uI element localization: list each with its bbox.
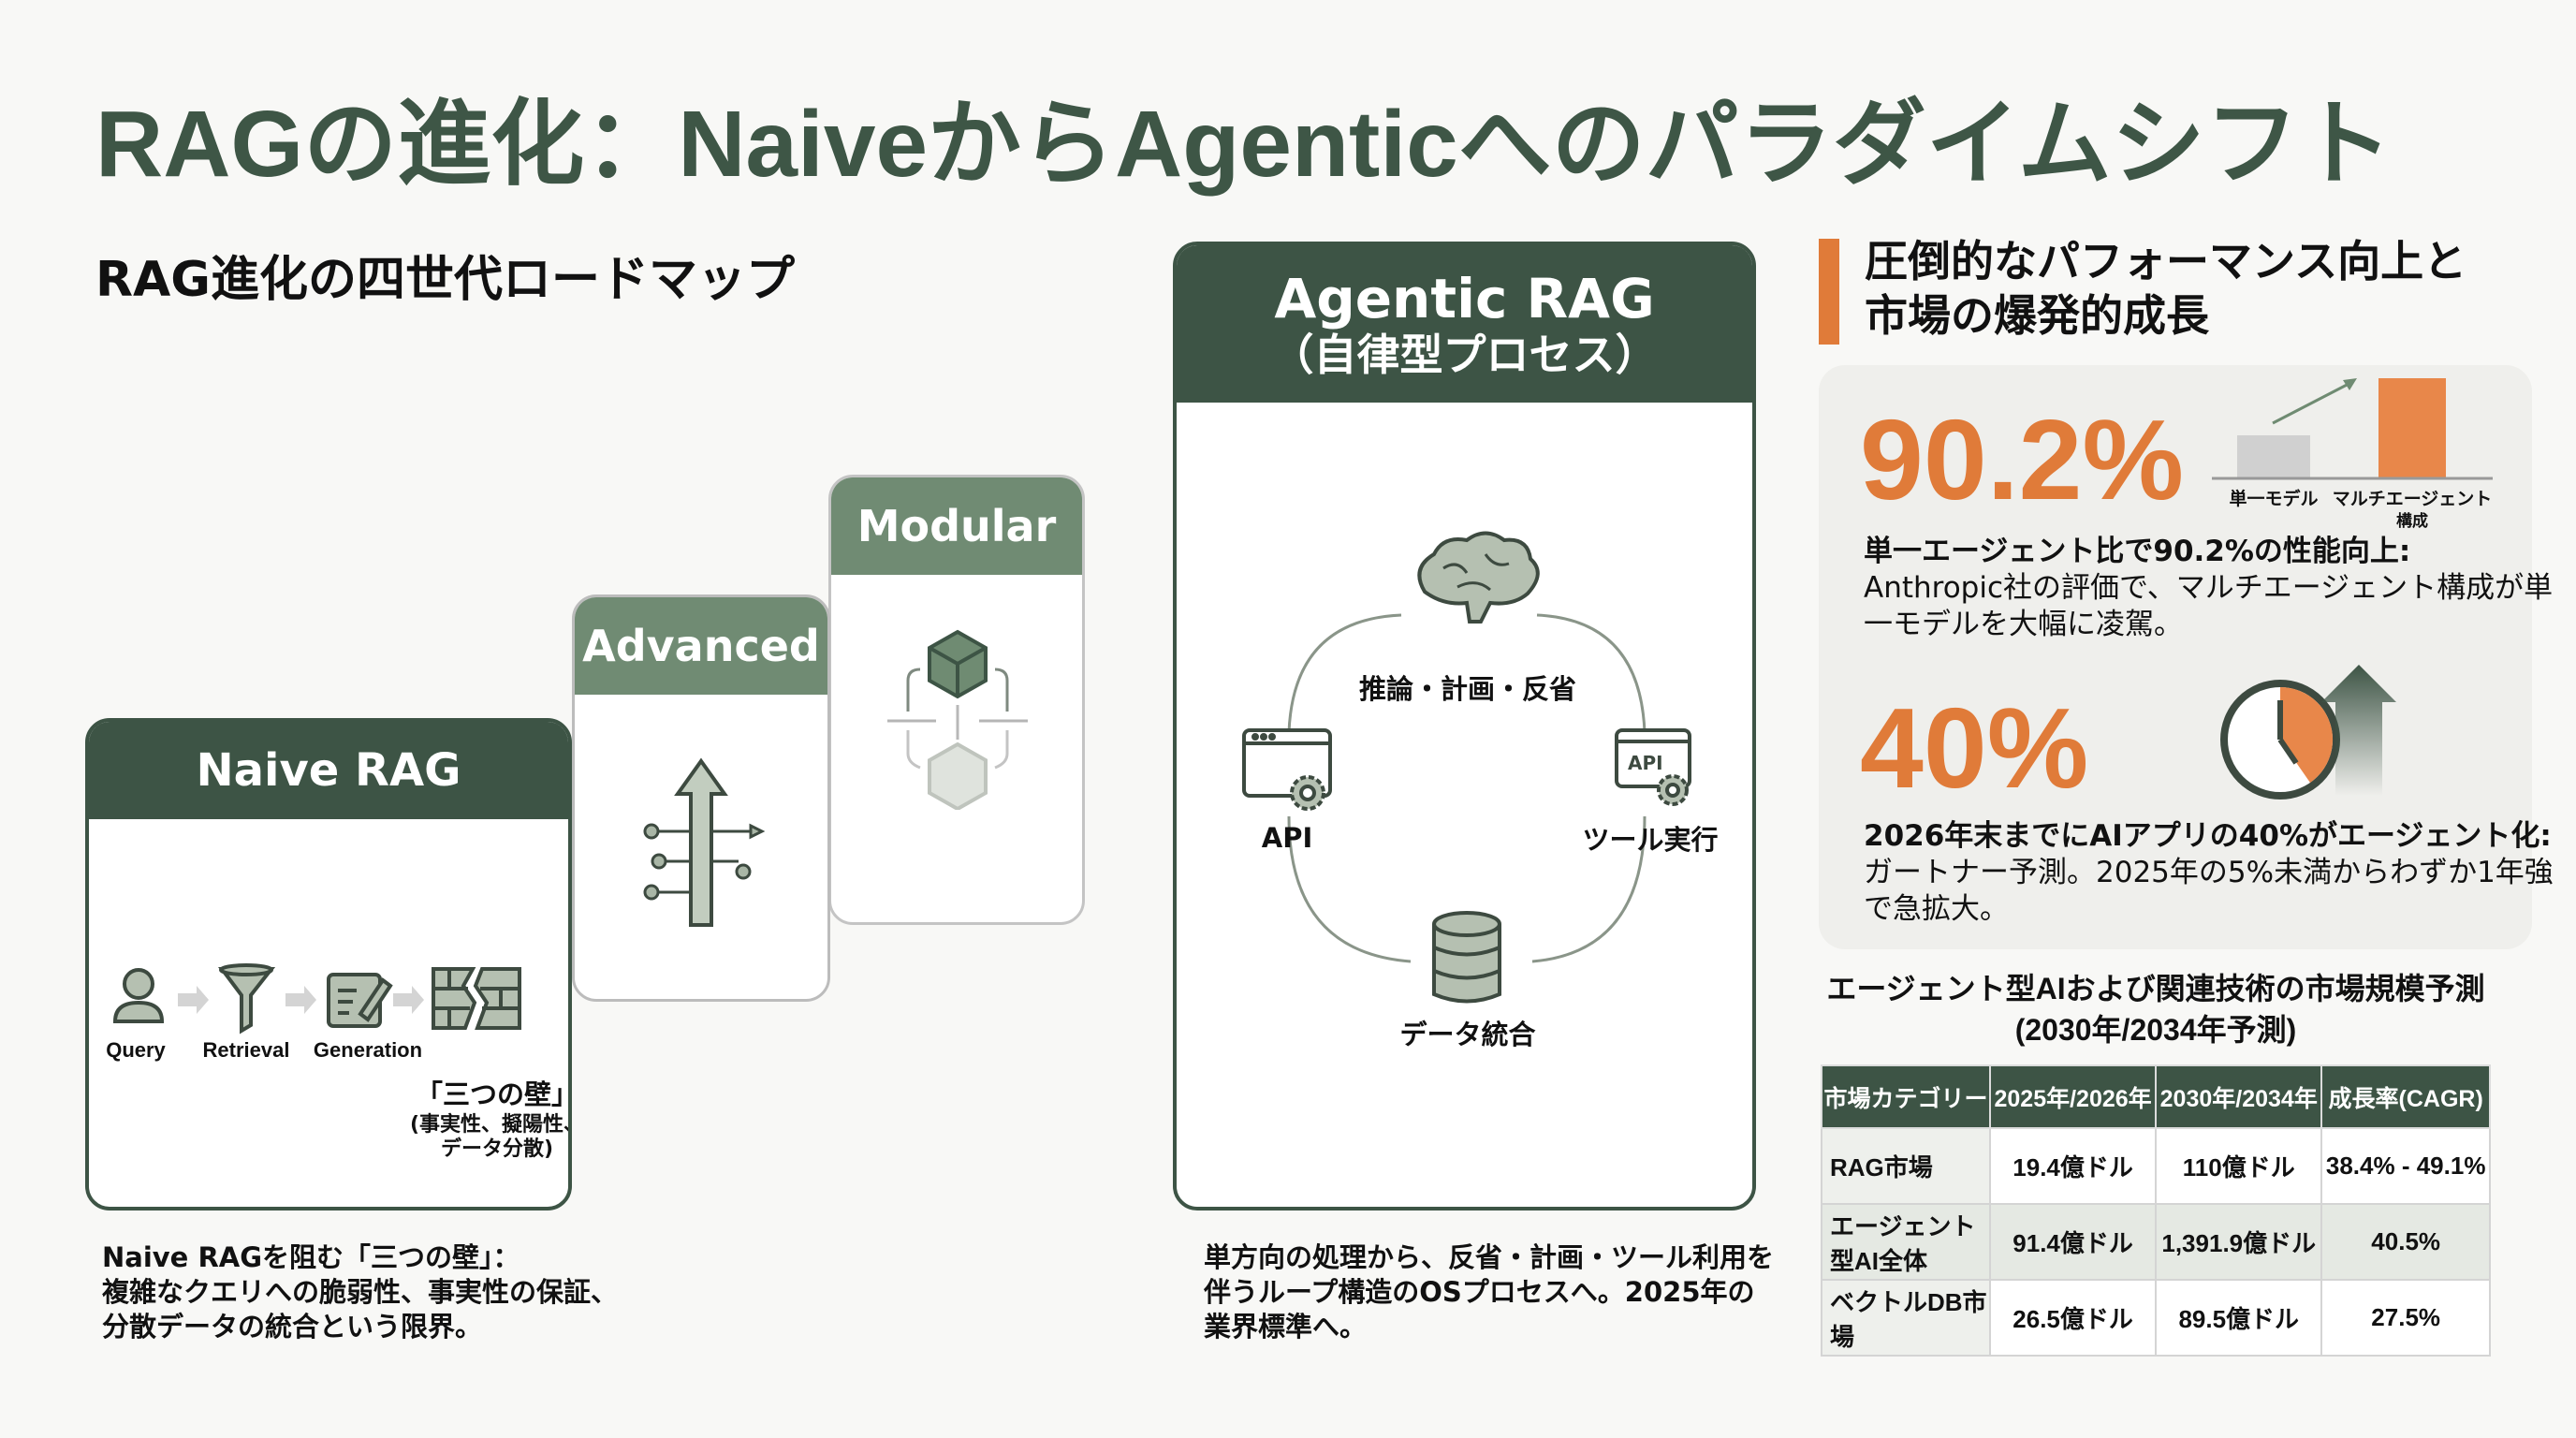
- cell: エージェント型AI全体: [1821, 1203, 1991, 1281]
- col-header: 市場カテゴリー: [1821, 1064, 1991, 1129]
- step-label-retrieval: Retrieval: [202, 1038, 290, 1062]
- step-label-generation: Generation: [313, 1038, 423, 1062]
- cell: RAG市場: [1821, 1127, 1991, 1205]
- stats-heading: 圧倒的なパフォーマンス向上と 市場の爆発的成長: [1865, 234, 2466, 343]
- agentic-header: Agentic RAG （自律型プロセス）: [1177, 245, 1752, 403]
- naive-pipeline-icons: [112, 963, 521, 1034]
- bar-label-single: 単一モデル: [2229, 489, 2319, 509]
- stat2-headline: 2026年末までにAIアプリの40%がエージェント化:: [1864, 819, 2552, 853]
- api-gear-icon: [1242, 728, 1332, 811]
- table-row: RAG市場 19.4億ドル 110億ドル 38.4% - 49.1%: [1821, 1127, 2491, 1205]
- brain-icon: [1417, 531, 1540, 624]
- cell: ベクトルDB市場: [1821, 1279, 1991, 1357]
- table-row: エージェント型AI全体 91.4億ドル 1,391.9億ドル 40.5%: [1821, 1203, 2491, 1281]
- agentic-loop-diagram: API: [1242, 531, 1691, 1004]
- stat1-value: 90.2%: [1860, 396, 2184, 523]
- market-table-title: エージェント型AIおよび関連技術の市場規模予測 (2030年/2034年予測): [1778, 968, 2533, 1050]
- market-table: 市場カテゴリー 2025年/2026年 2030年/2034年 成長率(CAGR…: [1821, 1064, 2491, 1357]
- advanced-header: Advanced: [575, 597, 827, 695]
- advanced-arrow-icon: [643, 757, 766, 927]
- cell: 110億ドル: [2155, 1127, 2323, 1205]
- agentic-rag-card: Agentic RAG （自律型プロセス） API 推論・計画・反省 API: [1173, 242, 1756, 1211]
- loop-arc-bottom-right: [1531, 815, 1647, 963]
- node-tool-label: ツール実行: [1582, 824, 1719, 856]
- naive-note-line: 分散データの統合という限界。: [102, 1311, 483, 1343]
- cell: 40.5%: [2320, 1203, 2491, 1281]
- stats-heading-line: 市場の爆発的成長: [1865, 290, 2209, 341]
- growth-arrow-icon: [2272, 380, 2353, 425]
- col-header: 2030年/2034年: [2155, 1064, 2323, 1129]
- stat2-body-line: で急拡大。: [1864, 892, 2009, 926]
- agentic-title: Agentic RAG: [1274, 267, 1655, 331]
- market-table-title-line: エージェント型AIおよび関連技術の市場規模予測: [1826, 972, 2485, 1005]
- bar-label-multi: マルチエージェント: [2332, 489, 2493, 509]
- funnel-icon: [218, 963, 276, 1034]
- agentic-note-line: 業界標準へ。: [1204, 1311, 1368, 1343]
- cell: 38.4% - 49.1%: [2320, 1127, 2491, 1205]
- stats-heading-line: 圧倒的なパフォーマンス向上と: [1865, 236, 2467, 286]
- user-icon: [112, 968, 165, 1023]
- table-row: ベクトルDB市場 26.5億ドル 89.5億ドル 27.5%: [1821, 1279, 2491, 1357]
- naive-header: Naive RAG: [89, 722, 568, 819]
- stat2-body-line: ガートナー予測。2025年の5%未満からわずか1年強: [1864, 856, 2554, 889]
- modular-cubes-icon: [887, 629, 1028, 810]
- edit-document-icon: [327, 973, 393, 1028]
- table-header-row: 市場カテゴリー 2025年/2026年 2030年/2034年 成長率(CAGR…: [1821, 1064, 2491, 1129]
- stat2-value: 40%: [1860, 684, 2089, 812]
- three-walls-sub-1: (事実性、擬陽性、: [409, 1113, 572, 1137]
- loop-arc-top-right: [1536, 613, 1647, 733]
- broken-wall-icon: [432, 967, 521, 1030]
- agentic-note-line: 単方向の処理から、反省・計画・ツール利用を: [1204, 1241, 1775, 1273]
- col-header: 2025年/2026年: [1988, 1064, 2158, 1129]
- clock-arrow-graphic: [2220, 665, 2396, 800]
- database-icon: [1432, 911, 1501, 1004]
- stat2-text: 2026年末までにAIアプリの40%がエージェント化: ガートナー予測。2025…: [1864, 818, 2554, 928]
- clock-icon: [2220, 680, 2340, 800]
- modular-card: Modular: [828, 475, 1085, 925]
- stat1-text: 単一エージェント比で90.2%の性能向上: Anthropic社の評価で、マルチ…: [1864, 534, 2553, 643]
- page-title: RAGの進化：NaiveからAgenticへのパラダイムシフト: [95, 92, 2393, 197]
- agentic-subtitle: （自律型プロセス）: [1270, 329, 1659, 380]
- col-header: 成長率(CAGR): [2320, 1064, 2491, 1129]
- loop-arc-top-left: [1287, 613, 1402, 733]
- roadmap-title: RAG進化の四世代ロードマップ: [95, 252, 795, 308]
- node-data-label: データ統合: [1399, 1019, 1536, 1050]
- arrow-icon: [393, 986, 424, 1014]
- three-walls-label: 「三つの壁」: [415, 1078, 572, 1110]
- node-reasoning-label: 推論・計画・反省: [1358, 673, 1577, 705]
- agentic-note-line: 伴うループ構造のOSプロセスへ。2025年の: [1204, 1276, 1755, 1308]
- loop-arc-bottom-left: [1287, 815, 1412, 963]
- arrow-icon: [178, 986, 209, 1014]
- arrow-icon: [285, 986, 316, 1014]
- agentic-note: 単方向の処理から、反省・計画・ツール利用を 伴うループ構造のOSプロセスへ。20…: [1204, 1240, 1774, 1344]
- up-arrow-icon: [2321, 665, 2396, 796]
- naive-note-line: Naive RAGを阻む「三つの壁」：: [102, 1241, 520, 1273]
- step-label-query: Query: [106, 1038, 166, 1062]
- naive-note-line: 複雑なクエリへの脆弱性、事実性の保証、: [102, 1276, 619, 1308]
- cell: 89.5億ドル: [2155, 1279, 2323, 1357]
- bar-multi-agent: [2378, 378, 2446, 477]
- three-walls-sub-2: データ分散): [440, 1137, 554, 1161]
- stats-panel: 90.2% 単一モデル マルチエージェント 構成 単一エージェント比で90.2%…: [1819, 365, 2554, 949]
- stat1-headline: 単一エージェント比で90.2%の性能向上:: [1864, 535, 2411, 568]
- cell: 1,391.9億ドル: [2155, 1203, 2323, 1281]
- modular-header: Modular: [831, 477, 1082, 575]
- stat1-body-line: Anthropic社の評価で、マルチエージェント構成が単: [1864, 571, 2554, 605]
- cell: 26.5億ドル: [1988, 1279, 2158, 1357]
- accent-bar: [1819, 239, 1839, 345]
- tool-icon-text: API: [1628, 752, 1663, 774]
- naive-rag-card: Naive RAG Query Retrieval Generation 「三つ…: [85, 718, 572, 1211]
- cell: 27.5%: [2320, 1279, 2491, 1357]
- performance-bar-chart: [2212, 378, 2493, 480]
- stat1-body-line: 一モデルを大幅に凌駕。: [1864, 608, 2183, 641]
- market-table-title-line: (2030年/2034年予測): [2014, 1013, 2297, 1047]
- cell: 19.4億ドル: [1988, 1127, 2158, 1205]
- naive-note: Naive RAGを阻む「三つの壁」： 複雑なクエリへの脆弱性、事実性の保証、 …: [102, 1240, 618, 1344]
- tool-execution-icon: [1615, 728, 1691, 806]
- bar-label-multi-2: 構成: [2396, 512, 2428, 531]
- bar-single-model: [2237, 435, 2310, 477]
- cell: 91.4億ドル: [1988, 1203, 2158, 1281]
- advanced-card: Advanced: [572, 594, 830, 1002]
- node-api-label: API: [1261, 822, 1313, 854]
